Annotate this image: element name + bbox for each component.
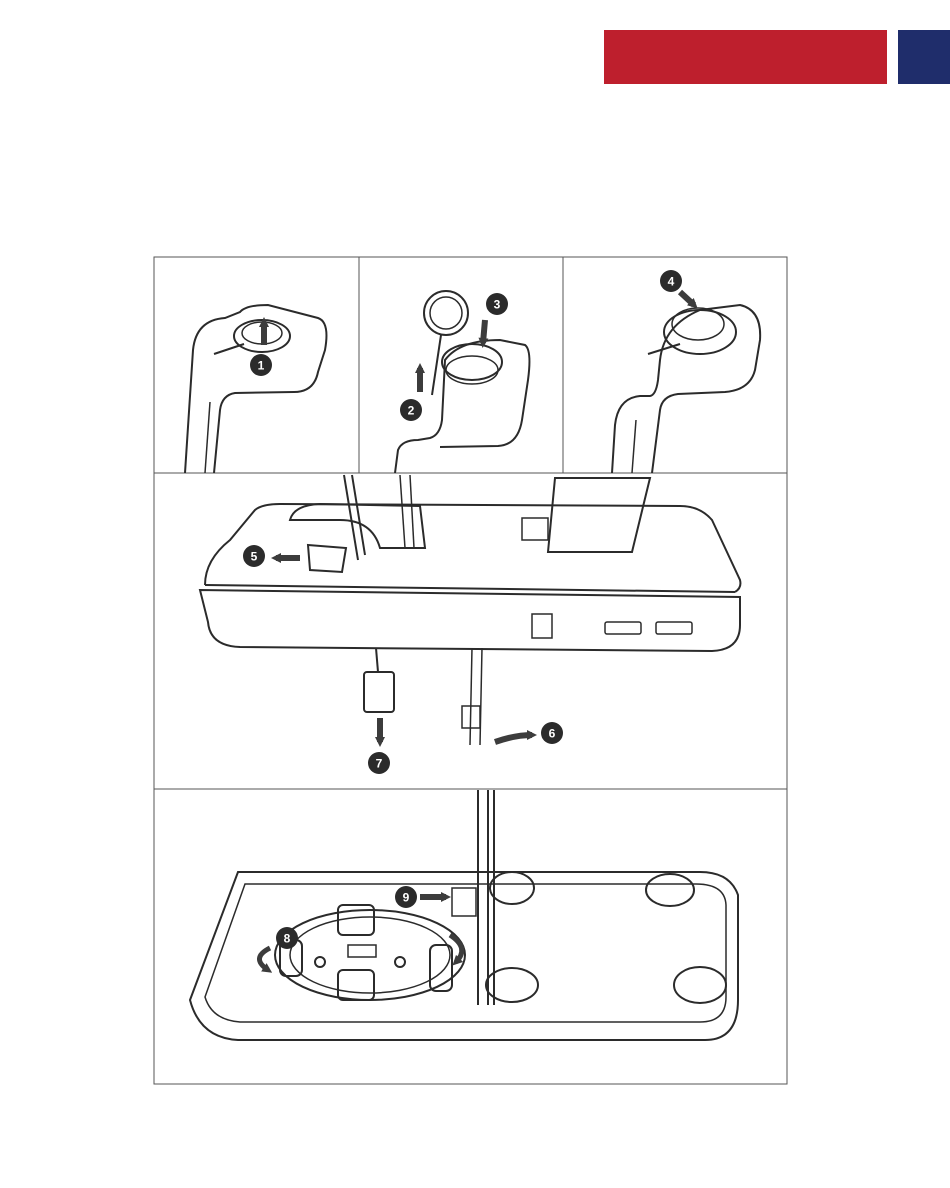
step-number: 8	[284, 932, 291, 946]
step-badge-3: 3	[486, 293, 508, 315]
panel-stand-insert-puck	[612, 292, 760, 473]
step-badge-8: 8	[276, 927, 298, 949]
step-badges: 1 2 3 4 5 6 7 8	[243, 270, 682, 949]
step-badge-5: 5	[243, 545, 265, 567]
step-badge-1: 1	[250, 354, 272, 376]
instruction-frame	[154, 257, 787, 1084]
step-number: 5	[251, 550, 258, 564]
step-badge-2: 2	[400, 399, 422, 421]
step-badge-9: 9	[395, 886, 417, 908]
step-badge-4: 4	[660, 270, 682, 292]
step-number: 2	[408, 404, 415, 418]
step-number: 6	[549, 727, 556, 741]
step-number: 9	[403, 891, 410, 905]
panel-stand-remove-puck	[185, 305, 326, 473]
panel-base-cables	[200, 475, 740, 745]
step-number: 1	[258, 359, 265, 373]
step-badge-6: 6	[541, 722, 563, 744]
step-number: 3	[494, 298, 501, 312]
step-badge-7: 7	[368, 752, 390, 774]
step-number: 7	[376, 757, 383, 771]
panel-open-base	[190, 790, 738, 1040]
panel-stand-lift-cover	[395, 291, 529, 473]
step-number: 4	[668, 275, 675, 289]
